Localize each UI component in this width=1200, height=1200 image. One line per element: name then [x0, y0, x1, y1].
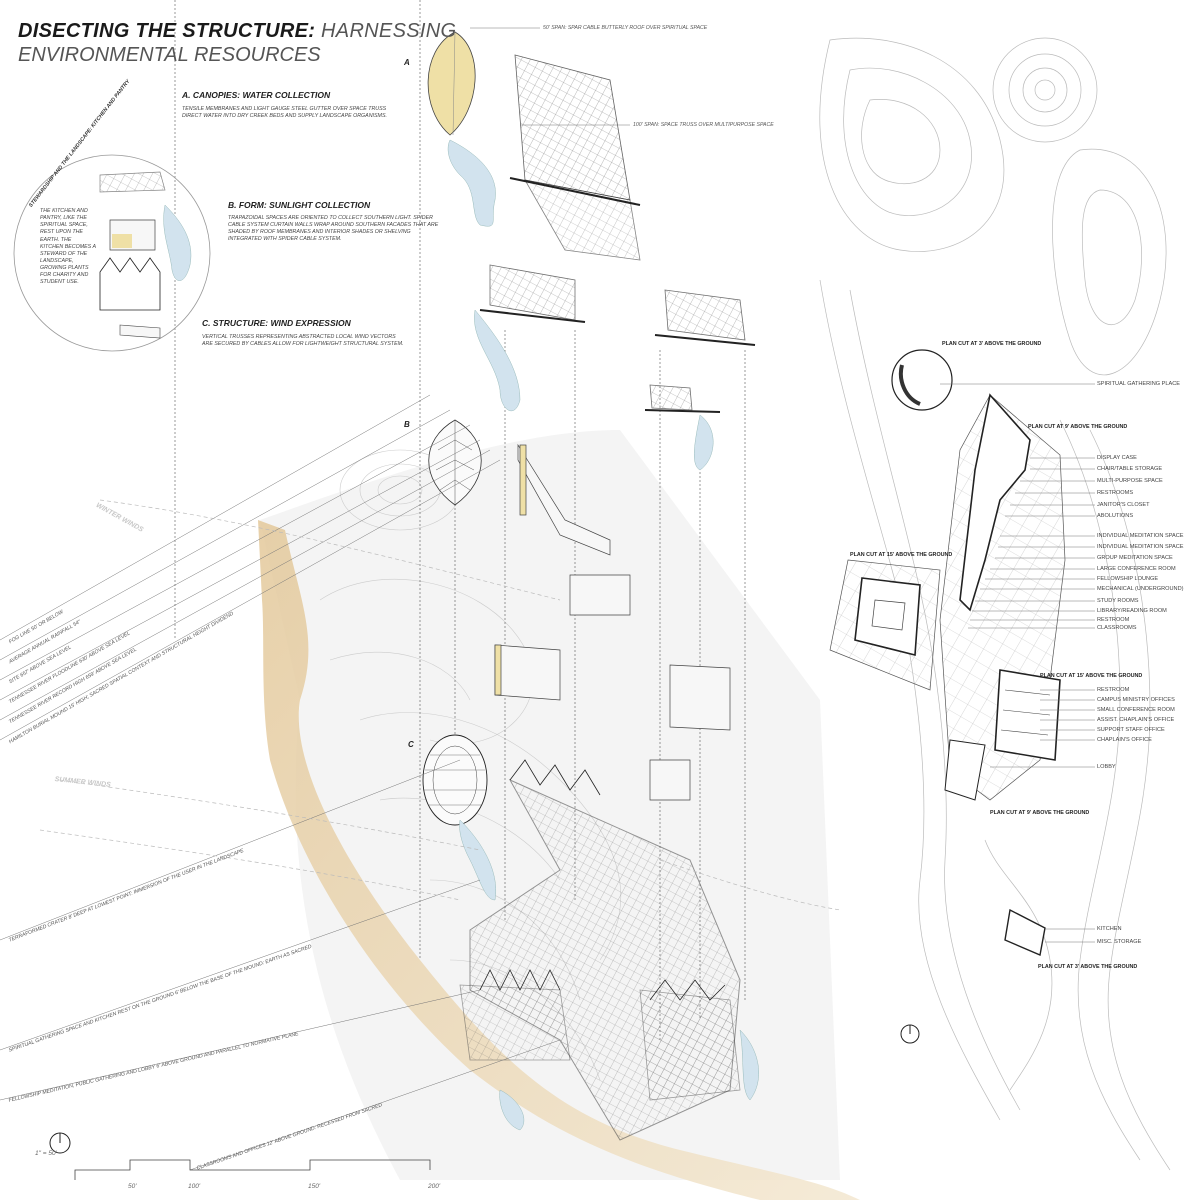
room-label: LARGE CONFERENCE ROOM	[1097, 566, 1176, 572]
plan-main	[939, 393, 1066, 801]
section-b-heading: B. FORM: SUNLIGHT COLLECTION	[228, 200, 371, 210]
diagonal-lines	[0, 394, 561, 1171]
stewardship-body: THE KITCHEN AND PANTRY, LIKE THE SPIRITU…	[40, 208, 96, 286]
title-bold: DISECTING THE STRUCTURE:	[18, 20, 316, 42]
north-arrow-plan-icon	[900, 1024, 920, 1044]
room-label: CHAIR/TABLE STORAGE	[1097, 466, 1163, 472]
note-span-100: 100' SPAN: SPACE TRUSS OVER MULTIPURPOSE…	[633, 122, 774, 128]
label-b: B	[404, 420, 410, 429]
scale-bar	[74, 1159, 431, 1180]
section-a-heading: A. CANOPIES: WATER COLLECTION	[182, 90, 331, 100]
scale-mark: 150'	[308, 1183, 321, 1190]
label-c: C	[408, 740, 414, 749]
plan-cut-15ft-right: PLAN CUT AT 15' ABOVE THE GROUND	[1040, 673, 1143, 679]
room-label: LIBRARY/READING ROOM	[1097, 608, 1167, 614]
truss-cylinder-c	[422, 734, 488, 826]
room-label: CLASSROOMS	[1097, 625, 1137, 631]
room-label: JANITOR'S CLOSET	[1097, 502, 1150, 508]
butterfly-roof-a	[427, 31, 476, 136]
room-label: MULTI-PURPOSE SPACE	[1097, 478, 1163, 484]
room-label: DISPLAY CASE	[1097, 455, 1137, 461]
plan-cut-15ft-left: PLAN CUT AT 15' ABOVE THE GROUND	[850, 552, 953, 558]
room-label: SUPPORT STAFF OFFICE	[1097, 727, 1165, 733]
room-spiritual: SPIRITUAL GATHERING PLACE	[1097, 381, 1180, 387]
plan-kitchen	[1004, 908, 1046, 956]
room-label: CHAPLAIN'S OFFICE	[1097, 737, 1152, 743]
section-c-heading: C. STRUCTURE: WIND EXPRESSION	[202, 318, 351, 328]
plan-cut-9ft-bottom: PLAN CUT AT 9' ABOVE THE GROUND	[990, 810, 1090, 816]
room-storage: MISC. STORAGE	[1097, 939, 1142, 945]
plan-left	[829, 559, 941, 691]
canopy-2	[479, 264, 586, 323]
label-a: A	[404, 58, 410, 67]
title-light: HARNESSING	[315, 20, 457, 42]
room-label: CAMPUS MINISTRY OFFICES	[1097, 697, 1175, 703]
room-label: RESTROOM	[1097, 617, 1130, 623]
room-label: RESTROOMS	[1097, 490, 1134, 496]
room-label: STUDY ROOMS	[1097, 598, 1139, 604]
wind-vectors	[39, 499, 841, 911]
canopy-3	[654, 289, 756, 346]
room-label: SMALL CONFERENCE ROOM	[1097, 707, 1175, 713]
exploded-boxes	[494, 443, 731, 801]
butterfly-roof-b	[428, 419, 482, 506]
section-a-body: TENSILE MEMBRANES AND LIGHT GAUGE STEEL …	[182, 106, 387, 120]
scale-mark: 200'	[428, 1183, 441, 1190]
canopy-main	[509, 54, 641, 261]
leader-lines	[470, 27, 1095, 943]
room-kitchen: KITCHEN	[1097, 926, 1122, 932]
page-title: DISECTING THE STRUCTURE: HARNESSING	[18, 20, 456, 43]
scale-mark: 100'	[188, 1183, 201, 1190]
canopy-4	[644, 384, 721, 413]
room-label: GROUP MEDITATION SPACE	[1097, 555, 1173, 561]
room-label: ABOLUTIONS	[1097, 513, 1134, 519]
scale-ratio: 1" = 50'	[35, 1150, 57, 1157]
room-lobby: LOBBY	[1097, 764, 1116, 770]
floor-grid	[459, 759, 741, 1141]
scale-mark: 50'	[128, 1183, 137, 1190]
room-label: INDIVIDUAL MEDITATION SPACE	[1097, 533, 1184, 539]
room-label: ASSIST. CHAPLAIN'S OFFICE	[1097, 717, 1175, 723]
section-b-body: TRAPAZOIDAL SPACES ARE ORIENTED TO COLLE…	[228, 215, 439, 243]
plan-spiritual	[891, 349, 953, 411]
plan-cut-3ft-top: PLAN CUT AT 3' ABOVE THE GROUND	[942, 341, 1042, 347]
page-subtitle: ENVIRONMENTAL RESOURCES	[18, 44, 321, 66]
water-bodies	[163, 139, 759, 1131]
stewardship-circle	[13, 154, 211, 352]
room-label: INDIVIDUAL MEDITATION SPACE	[1097, 544, 1184, 550]
right-contours	[819, 37, 1171, 1171]
note-span-50: 50' SPAN: SPAR CABLE BUTTERLY ROOF OVER …	[543, 25, 708, 31]
section-c-body: VERTICAL TRUSSES REPRESENTING ABSTRACTED…	[202, 334, 404, 348]
room-label: MECHANICAL (UNDERGROUND)	[1097, 586, 1184, 592]
north-arrow-icon	[49, 1132, 71, 1154]
room-label: FELLOWSHIP LOUNGE	[1097, 576, 1159, 582]
room-label: RESTROOM	[1097, 687, 1130, 693]
plan-cut-9ft-top: PLAN CUT AT 9' ABOVE THE GROUND	[1028, 424, 1128, 430]
plan-cut-3ft-bottom: PLAN CUT AT 3' ABOVE THE GROUND	[1038, 964, 1138, 970]
